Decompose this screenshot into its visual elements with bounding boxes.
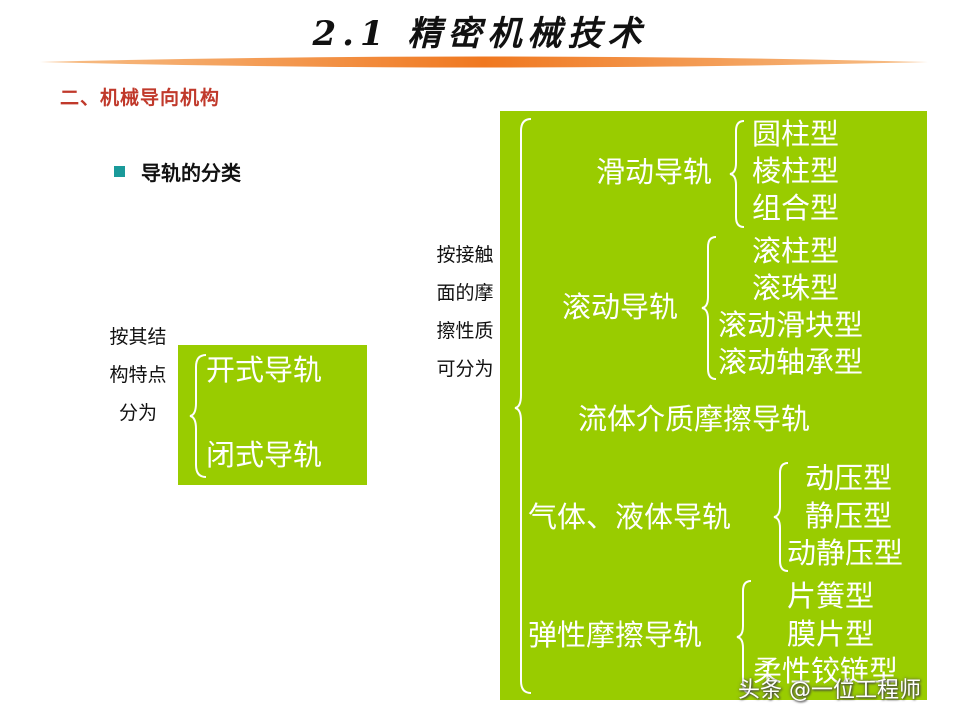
open-guide-rail: 开式导轨 (206, 353, 323, 387)
gas-liquid-brace-icon (773, 462, 789, 572)
subtype-leaf-spring: 片簧型 (787, 579, 875, 613)
section-heading: 二、机械导向机构 (60, 87, 221, 109)
subtype-roller: 滚柱型 (752, 234, 840, 268)
closed-guide-rail: 闭式导轨 (206, 438, 323, 472)
left-criterion-line: 分为 (118, 402, 157, 424)
title-underline-bar (40, 56, 928, 68)
main-brace-icon (514, 118, 532, 694)
subtype-prismatic: 棱柱型 (752, 154, 840, 188)
sliding-brace-icon (729, 120, 745, 228)
bullet-text: 导轨的分类 (141, 161, 241, 185)
left-criterion-line: 构特点 (109, 364, 167, 386)
subtype-dynamic-pressure: 动压型 (805, 461, 893, 495)
subtype-ball: 滚珠型 (752, 271, 840, 305)
right-criterion-line: 按接触 (436, 244, 494, 266)
watermark: 头条 @一位工程师 (738, 678, 921, 703)
subtype-cylindrical: 圆柱型 (752, 117, 840, 151)
rolling-brace-icon (701, 236, 717, 380)
category-sliding-rail: 滑动导轨 (596, 155, 713, 189)
left-criterion-label: 按其结 构特点 分为 (98, 318, 178, 432)
left-brace-icon (189, 354, 207, 478)
elastic-brace-icon (736, 580, 752, 694)
right-classification-box: 滑动导轨 圆柱型 棱柱型 组合型 滚动导轨 滚柱型 滚珠型 滚动滑块型 滚动轴承… (500, 111, 927, 700)
subtype-combined: 组合型 (752, 191, 840, 225)
subtype-hybrid-pressure: 动静压型 (787, 536, 904, 570)
bullet-square-icon (114, 166, 125, 177)
category-rolling-rail: 滚动导轨 (562, 290, 679, 324)
subtype-flexure-hinge: 柔性铰链型 (753, 654, 899, 688)
right-criterion-label: 按接触 面的摩 擦性质 可分为 (425, 236, 505, 388)
right-criterion-line: 面的摩 (436, 282, 494, 304)
subtype-rolling-slider: 滚动滑块型 (718, 308, 864, 342)
left-criterion-line: 按其结 (109, 326, 167, 348)
right-criterion-line: 可分为 (436, 358, 494, 380)
right-criterion-line: 擦性质 (436, 320, 494, 342)
category-gas-liquid-rail: 气体、液体导轨 (528, 500, 732, 534)
slide-title: 2.1 精密机械技术 (312, 14, 648, 54)
subtype-diaphragm: 膜片型 (787, 617, 875, 651)
left-classification-box: 开式导轨 闭式导轨 (178, 345, 367, 485)
category-elastic-friction-rail: 弹性摩擦导轨 (528, 618, 703, 652)
bullet-item: 导轨的分类 (114, 157, 241, 186)
subtype-static-pressure: 静压型 (805, 499, 893, 533)
category-fluid-medium-rail: 流体介质摩擦导轨 (578, 402, 811, 436)
subtype-rolling-bearing: 滚动轴承型 (718, 345, 864, 379)
